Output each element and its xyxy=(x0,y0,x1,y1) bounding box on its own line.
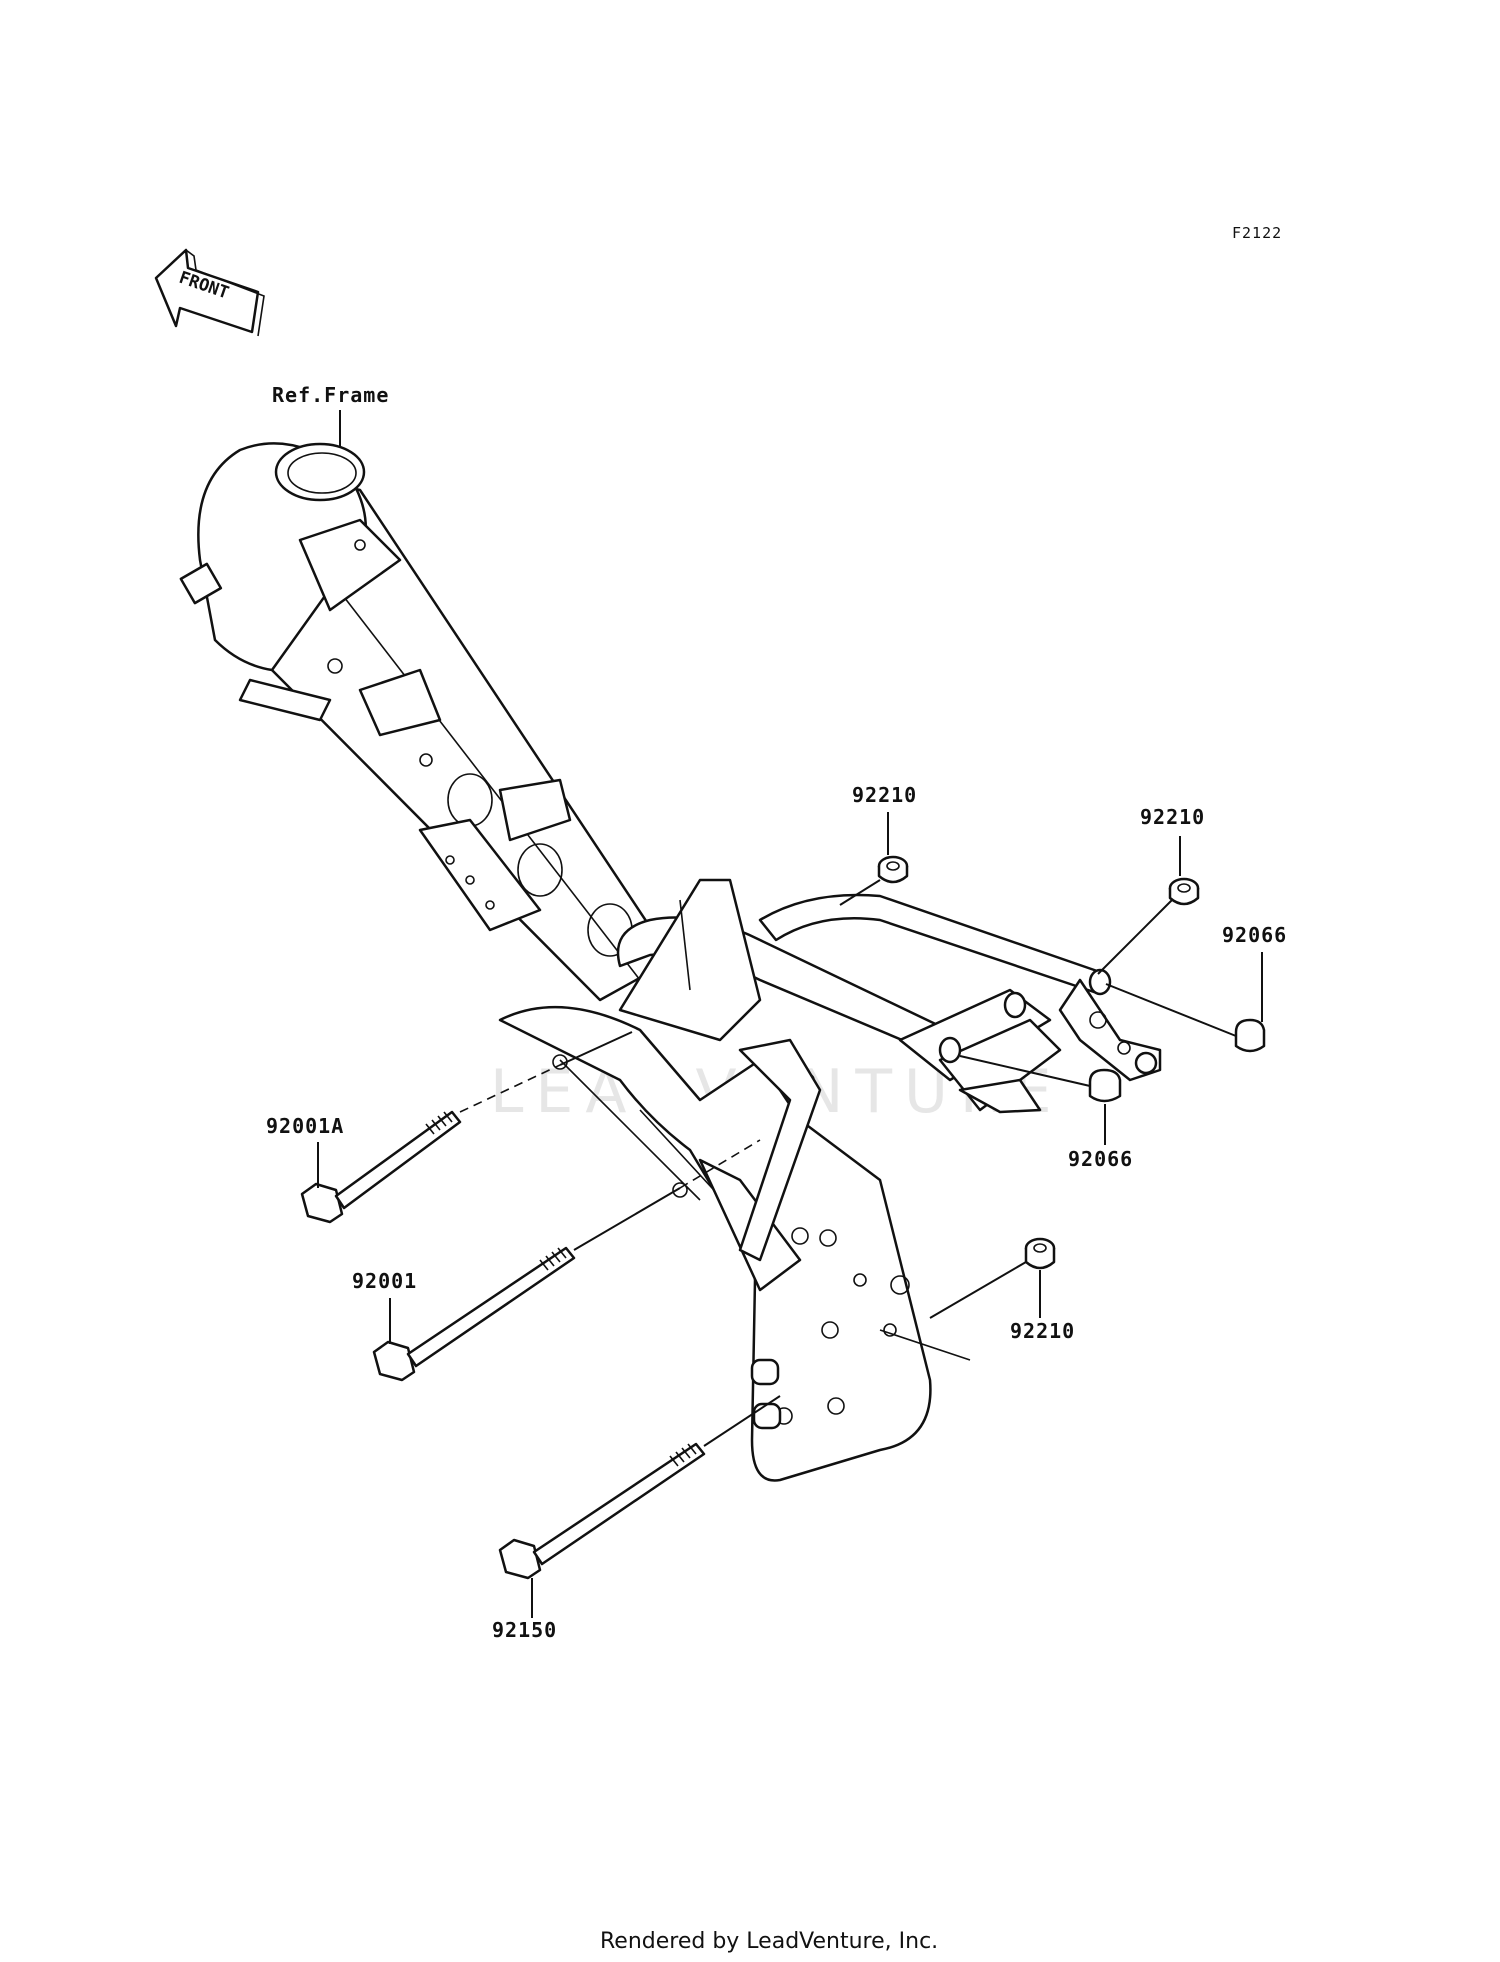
diagram-code: F2122 xyxy=(1232,224,1282,242)
bolt-92001A xyxy=(300,1110,462,1224)
bolt-92001 xyxy=(372,1246,576,1382)
callout-92001: 92001 xyxy=(352,1269,417,1293)
footer-credit: Rendered by LeadVenture, Inc. xyxy=(600,1929,938,1954)
callout-92210-top-right: 92210 xyxy=(1140,805,1205,829)
callout-92066-upper: 92066 xyxy=(1222,923,1287,947)
collar-92210-bottom xyxy=(1024,1237,1056,1270)
cap-92066-upper xyxy=(1234,1018,1266,1053)
callout-92001A: 92001A xyxy=(266,1114,344,1138)
callout-92210-top-left: 92210 xyxy=(852,783,917,807)
collar-92210-top-left xyxy=(877,855,909,884)
cap-92066-lower xyxy=(1088,1068,1122,1103)
collar-92210-top-right xyxy=(1168,877,1200,906)
frame-assembly xyxy=(179,442,1162,1482)
front-arrow-icon: FRONT xyxy=(154,248,265,337)
callout-92150: 92150 xyxy=(492,1618,557,1642)
bolt-92150 xyxy=(498,1442,706,1580)
callout-92210-bottom: 92210 xyxy=(1010,1319,1075,1343)
callout-92066-lower: 92066 xyxy=(1068,1147,1133,1171)
ref-frame-label: Ref.Frame xyxy=(272,383,389,407)
